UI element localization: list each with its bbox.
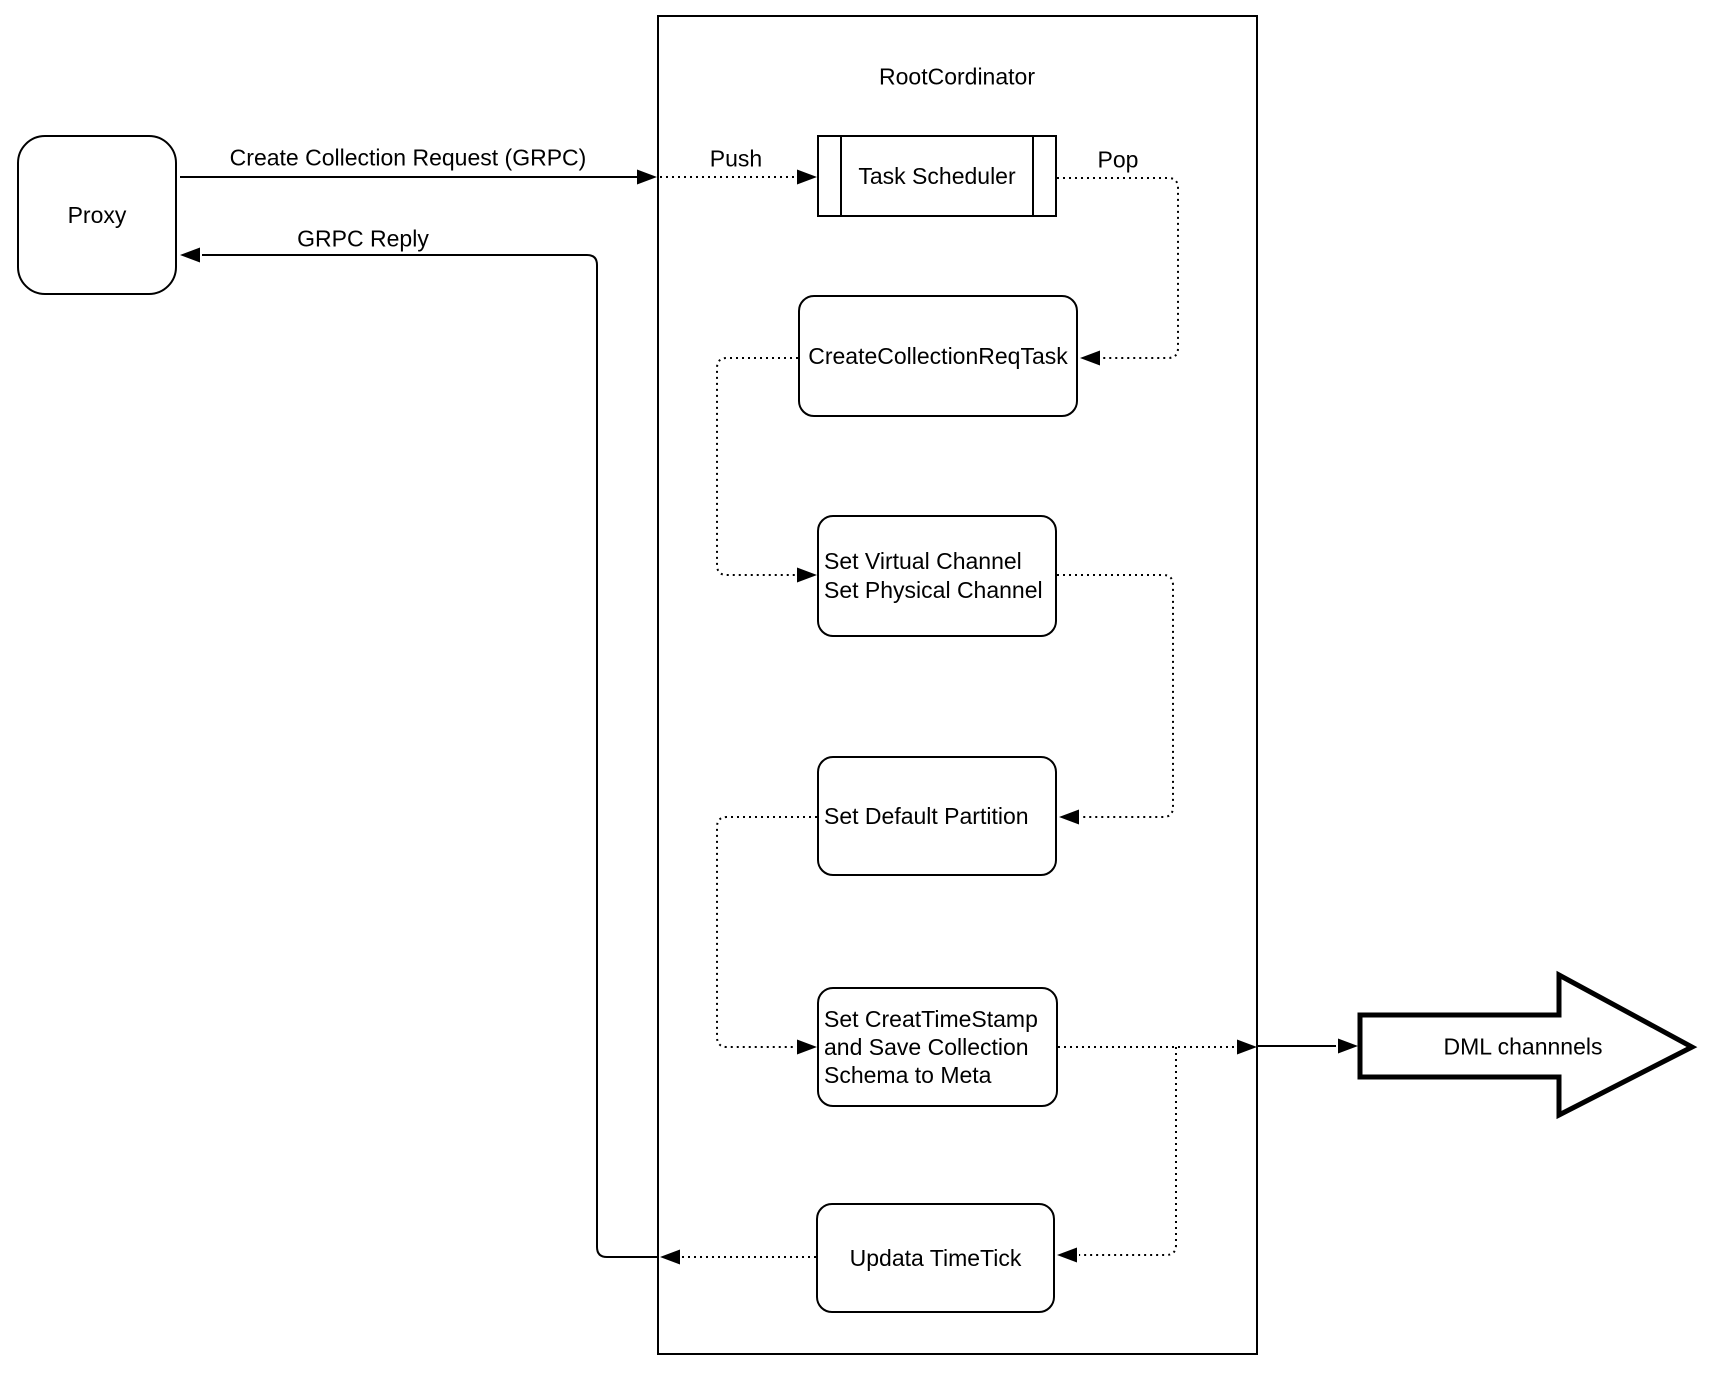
edge-partition-to-timestamp-arrowhead bbox=[797, 1039, 817, 1055]
update-timetick-label: Updata TimeTick bbox=[849, 1244, 1022, 1271]
edge-timestamp-to-border-arrowhead bbox=[1237, 1039, 1257, 1055]
edge-push-arrowhead bbox=[797, 169, 817, 185]
edge-timetick-to-border-arrowhead bbox=[660, 1249, 680, 1265]
set-timestamp-line1: Set CreatTimeStamp bbox=[824, 1006, 1038, 1032]
task-scheduler-node: Task Scheduler bbox=[817, 135, 1057, 217]
set-default-partition-node: Set Default Partition bbox=[817, 756, 1057, 876]
dml-channels-arrow bbox=[1357, 970, 1698, 1120]
proxy-label: Proxy bbox=[67, 201, 127, 228]
create-collection-req-task-label: CreateCollectionReqTask bbox=[808, 342, 1068, 369]
create-collection-req-task-node: CreateCollectionReqTask bbox=[798, 295, 1078, 417]
set-channel-node: Set Virtual Channel Set Physical Channel bbox=[817, 515, 1057, 637]
set-timestamp-line2: and Save Collection bbox=[824, 1034, 1029, 1060]
edge-label-create-collection-request: Create Collection Request (GRPC) bbox=[229, 144, 587, 171]
edge-border-to-dml-arrowhead bbox=[1338, 1038, 1358, 1054]
rootcoordinator-title: RootCordinator bbox=[879, 63, 1035, 90]
proxy-node: Proxy bbox=[17, 135, 177, 295]
edge-reqtask-to-channel-arrowhead bbox=[797, 567, 817, 583]
edge-pop-line bbox=[1057, 177, 1179, 359]
edge-timestamp-to-timetick-line bbox=[1079, 1047, 1177, 1256]
task-scheduler-left-bar bbox=[840, 137, 842, 215]
set-channel-line2: Set Physical Channel bbox=[824, 577, 1043, 603]
edge-grpc-reply-arrowhead bbox=[180, 247, 200, 263]
edge-label-push: Push bbox=[709, 145, 763, 172]
update-timetick-node: Updata TimeTick bbox=[816, 1203, 1055, 1313]
edge-create-collection-request-arrowhead bbox=[637, 169, 657, 185]
edge-partition-to-timestamp-line bbox=[716, 816, 817, 1048]
set-channel-line1: Set Virtual Channel bbox=[824, 548, 1022, 574]
edge-label-pop: Pop bbox=[1097, 146, 1139, 173]
edge-channel-to-partition-arrowhead bbox=[1059, 809, 1079, 825]
edge-timestamp-to-timetick-arrowhead bbox=[1057, 1247, 1077, 1263]
set-timestamp-line3: Schema to Meta bbox=[824, 1062, 992, 1088]
set-timestamp-node: Set CreatTimeStamp and Save Collection S… bbox=[817, 987, 1058, 1107]
task-scheduler-label: Task Scheduler bbox=[858, 162, 1016, 189]
dml-channels-label: DML channnels bbox=[1443, 1033, 1603, 1060]
edge-label-grpc-reply: GRPC Reply bbox=[297, 225, 429, 252]
edge-pop-arrowhead bbox=[1080, 350, 1100, 366]
edge-grpc-reply-line bbox=[202, 254, 657, 1258]
rootcoordinator-container bbox=[657, 15, 1258, 1355]
set-default-partition-label: Set Default Partition bbox=[824, 802, 1029, 829]
task-scheduler-right-bar bbox=[1032, 137, 1034, 215]
